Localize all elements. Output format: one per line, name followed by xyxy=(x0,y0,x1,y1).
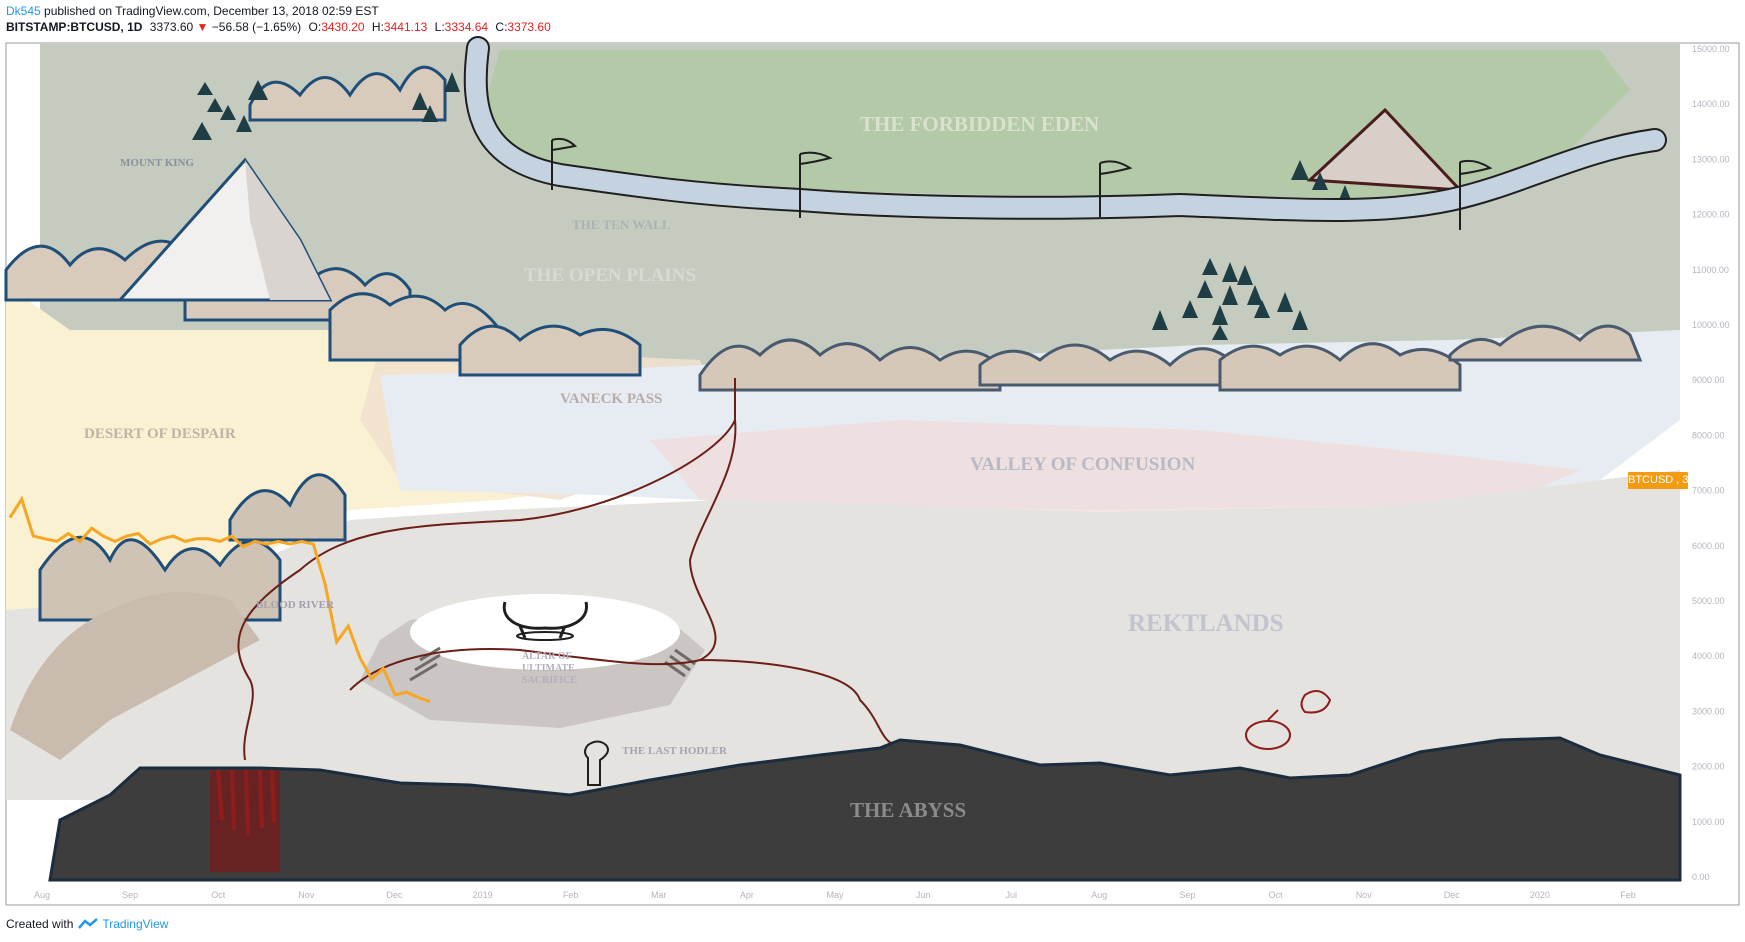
last-hodler-icon xyxy=(584,740,609,786)
y-tick-label: 12000.00 xyxy=(1692,210,1730,220)
x-tick-label: Dec xyxy=(1444,890,1461,900)
ohlc-legend: BITSTAMP:BTCUSD, 1D 3373.60 ▼ −56.58 (−1… xyxy=(6,20,551,34)
x-tick-label: May xyxy=(826,890,844,900)
y-tick-label: 9000.00 xyxy=(1692,375,1725,385)
price-change: −56.58 (−1.65%) xyxy=(211,20,302,34)
desert-area xyxy=(6,285,720,610)
y-tick-label: 13000.00 xyxy=(1692,154,1730,164)
mountain-range-desert xyxy=(10,473,347,760)
label-last-hodler: THE LAST HODLER xyxy=(622,745,728,757)
tradingview-logo-icon xyxy=(78,918,99,929)
label-open-plains: THE OPEN PLAINS xyxy=(524,265,696,286)
x-tick-label: Feb xyxy=(1620,890,1636,900)
y-tick-label: 15000.00 xyxy=(1692,44,1730,54)
label-forbidden-eden: THE FORBIDDEN EDEN xyxy=(860,112,1099,136)
mount-king-shadow xyxy=(245,160,330,300)
open-value: 3430.20 xyxy=(321,20,365,34)
x-tick-label: Apr xyxy=(740,890,754,900)
x-tick-label: 2019 xyxy=(473,890,493,900)
x-tick-label: Mar xyxy=(651,890,667,900)
x-tick-label: Nov xyxy=(1356,890,1373,900)
close-value: 3373.60 xyxy=(507,20,551,34)
label-blood-river: BLOOD RIVER xyxy=(256,599,335,611)
open-label: O: xyxy=(308,20,322,34)
label-rektlands: REKTLANDS xyxy=(1128,610,1284,637)
y-tick-label: 11000.00 xyxy=(1692,265,1729,275)
bitcoin-bag-icon xyxy=(1245,690,1332,750)
x-tick-label: Aug xyxy=(34,890,50,900)
last-price: 3373.60 xyxy=(149,20,194,34)
tradingview-link[interactable]: TradingView xyxy=(102,917,169,931)
low-label: L: xyxy=(434,20,445,34)
valley-pink-haze xyxy=(650,420,1580,515)
footer: Created with TradingView xyxy=(6,917,168,931)
x-tick-label: Sep xyxy=(1179,890,1195,900)
blood-drips-icon xyxy=(216,769,276,836)
horns-base-icon xyxy=(516,631,574,641)
publish-info: Dk545 published on TradingView.com, Dece… xyxy=(6,4,379,18)
label-valley: VALLEY OF CONFUSION xyxy=(970,454,1195,475)
y-tick-label: 14000.00 xyxy=(1692,99,1730,109)
price-tag: BTCUSD , 3394.89 xyxy=(1628,472,1722,489)
x-tick-label: Jul xyxy=(1005,890,1017,900)
x-tick-label: Jun xyxy=(916,890,931,900)
x-tick-label: Aug xyxy=(1091,890,1107,900)
y-tick-label: 8000.00 xyxy=(1692,430,1725,440)
label-altar-3: SACRIFICE xyxy=(522,675,577,686)
y-tick-label: 5000.00 xyxy=(1692,596,1725,606)
y-tick-label: 2000.00 xyxy=(1692,762,1725,772)
created-with-label: Created with xyxy=(6,917,74,931)
y-tick-label: 1000.00 xyxy=(1692,817,1725,827)
label-desert: DESERT OF DESPAIR xyxy=(84,426,236,442)
symbol-label: BITSTAMP:BTCUSD, 1D xyxy=(6,20,143,34)
label-mount-king: MOUNT KING xyxy=(120,157,194,169)
y-tick-label: 6000.00 xyxy=(1692,541,1725,551)
label-ten-wall: THE TEN WALL xyxy=(572,217,671,232)
close-label: C: xyxy=(495,20,508,34)
low-value: 3334.64 xyxy=(444,20,489,34)
y-tick-label: 3000.00 xyxy=(1692,706,1725,716)
blood-river xyxy=(237,378,896,761)
x-tick-label: 2020 xyxy=(1530,890,1550,900)
x-tick-label: Oct xyxy=(211,890,226,900)
mountain-range-right xyxy=(698,324,1643,392)
y-tick-label: 10000.00 xyxy=(1692,320,1730,330)
x-tick-label: Sep xyxy=(122,890,138,900)
high-value: 3441.13 xyxy=(383,20,428,34)
label-abyss: THE ABYSS xyxy=(850,798,966,822)
x-tick-label: Nov xyxy=(298,890,315,900)
author-link[interactable]: Dk545 xyxy=(6,4,41,18)
x-tick-label: Oct xyxy=(1269,890,1284,900)
eden-mountain xyxy=(1306,107,1464,192)
y-axis: 15000.00 14000.00 13000.00 12000.00 11000.00… xyxy=(1692,44,1730,882)
y-tick-label: 7000.00 xyxy=(1692,486,1725,496)
high-label: H: xyxy=(371,20,384,34)
flag-icons xyxy=(551,137,1493,230)
y-tick-label: 4000.00 xyxy=(1692,651,1725,661)
label-vaneck-pass: VANECK PASS xyxy=(560,391,662,407)
y-tick-label: 0.00 xyxy=(1692,872,1710,882)
down-arrow-icon: ▼ xyxy=(196,20,209,34)
label-altar-1: ALTAR OF xyxy=(522,651,572,662)
price-series-line[interactable] xyxy=(8,495,431,703)
x-tick-label: Dec xyxy=(386,890,403,900)
x-axis: Aug Sep Oct Nov Dec 2019 Feb Mar Apr May Jun Jul Aug… xyxy=(34,890,1636,900)
published-text: published on TradingView.com, December 1… xyxy=(44,4,379,18)
label-altar-2: ULTIMATE xyxy=(522,663,575,674)
rektlands-area xyxy=(6,470,1680,800)
x-tick-label: Feb xyxy=(563,890,579,900)
abyss-area xyxy=(48,736,1682,882)
